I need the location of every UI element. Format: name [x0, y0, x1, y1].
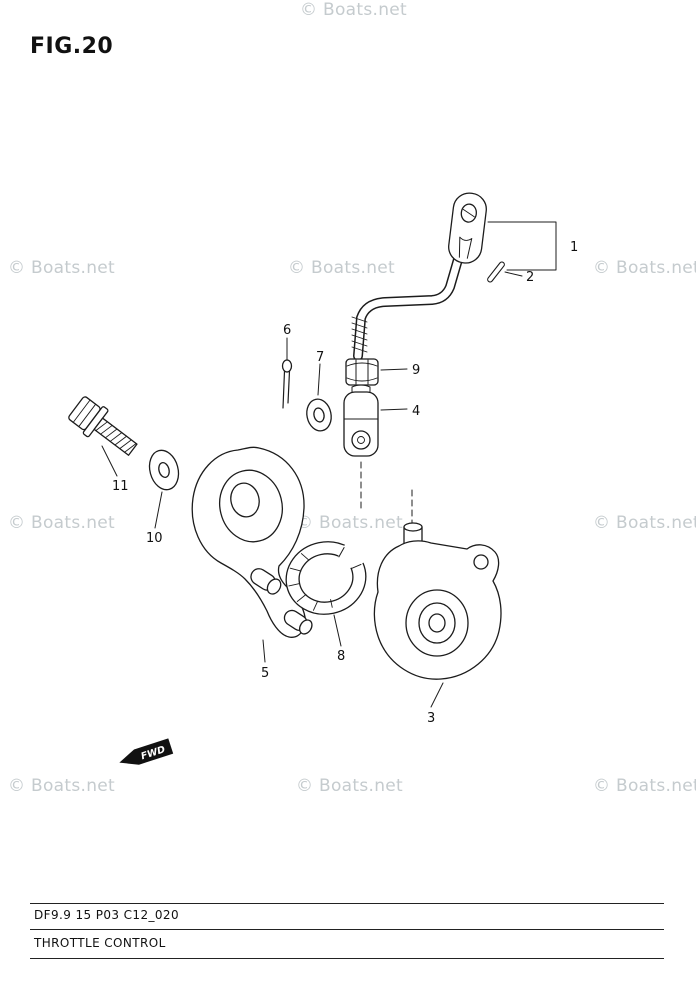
watermark: © Boats.net — [300, 0, 408, 20]
part-label-6: 6 — [283, 323, 291, 338]
part-label-10: 10 — [146, 531, 163, 546]
leader-line-1 — [487, 221, 557, 271]
bolt-threads — [95, 421, 137, 453]
footer-rule-top — [30, 903, 664, 904]
bracket-roller-pin-upper — [250, 568, 282, 595]
watermark: © Boats.net — [593, 776, 696, 796]
part-1-throttle-rod — [351, 251, 464, 361]
part-labels: 1 2 3 4 5 6 7 8 9 10 11 — [112, 240, 578, 726]
part-5-bracket-lever — [191, 446, 313, 638]
part-label-11: 11 — [112, 479, 129, 494]
part-label-8: 8 — [337, 649, 345, 664]
footer-rule-bottom — [30, 958, 664, 959]
figure-title: FIG.20 — [30, 34, 114, 59]
part-label-3: 3 — [427, 711, 435, 726]
part-label-1: 1 — [570, 240, 578, 255]
part-7-washer — [306, 398, 332, 432]
part-6-cotter-pin — [281, 359, 293, 409]
diagram-code: DF9.9 15 P03 C12_020 — [34, 908, 179, 922]
part-label-4: 4 — [412, 404, 420, 419]
part-10-washer — [148, 449, 180, 491]
leader-line-5 — [262, 639, 266, 663]
watermark: © Boats.net — [8, 513, 116, 533]
fwd-marker: FWD — [119, 738, 174, 765]
watermark: © Boats.net — [8, 258, 116, 278]
part-3-throttle-cam — [373, 522, 502, 680]
watermark: © Boats.net — [8, 776, 116, 796]
leader-line-7 — [317, 363, 321, 396]
leader-line-11 — [101, 445, 118, 477]
diagram-title: THROTTLE CONTROL — [34, 936, 166, 950]
part-1-clevis-end — [448, 192, 487, 264]
part-9-nut — [345, 358, 379, 386]
watermark: © Boats.net — [593, 513, 696, 533]
rod-threads — [351, 316, 368, 353]
leader-line-10 — [154, 491, 163, 529]
part-label-7: 7 — [316, 350, 324, 365]
centerline-dashed — [360, 461, 413, 525]
watermark: © Boats.net — [593, 258, 696, 278]
part-8-split-ring — [285, 536, 374, 615]
part-label-2: 2 — [526, 270, 534, 285]
leader-line-8 — [333, 614, 342, 647]
part-label-9: 9 — [412, 363, 420, 378]
bracket-roller-pin-lower — [283, 609, 313, 635]
leader-line-9 — [380, 368, 408, 371]
watermark: © Boats.net — [288, 258, 396, 278]
part-label-5: 5 — [261, 666, 269, 681]
part-11-bolt — [68, 396, 138, 456]
part-4-swivel-joint — [343, 384, 379, 457]
leader-lines — [101, 221, 557, 708]
footer-rule-middle — [30, 929, 664, 930]
watermark: © Boats.net — [296, 776, 404, 796]
leader-line-4 — [380, 408, 408, 411]
leader-line-3 — [430, 682, 444, 708]
part-2-pin — [487, 261, 505, 283]
fwd-arrow-icon — [119, 738, 174, 765]
leader-line-2 — [504, 271, 523, 277]
watermark: © Boats.net — [296, 513, 404, 533]
ring-hatching — [288, 553, 333, 611]
